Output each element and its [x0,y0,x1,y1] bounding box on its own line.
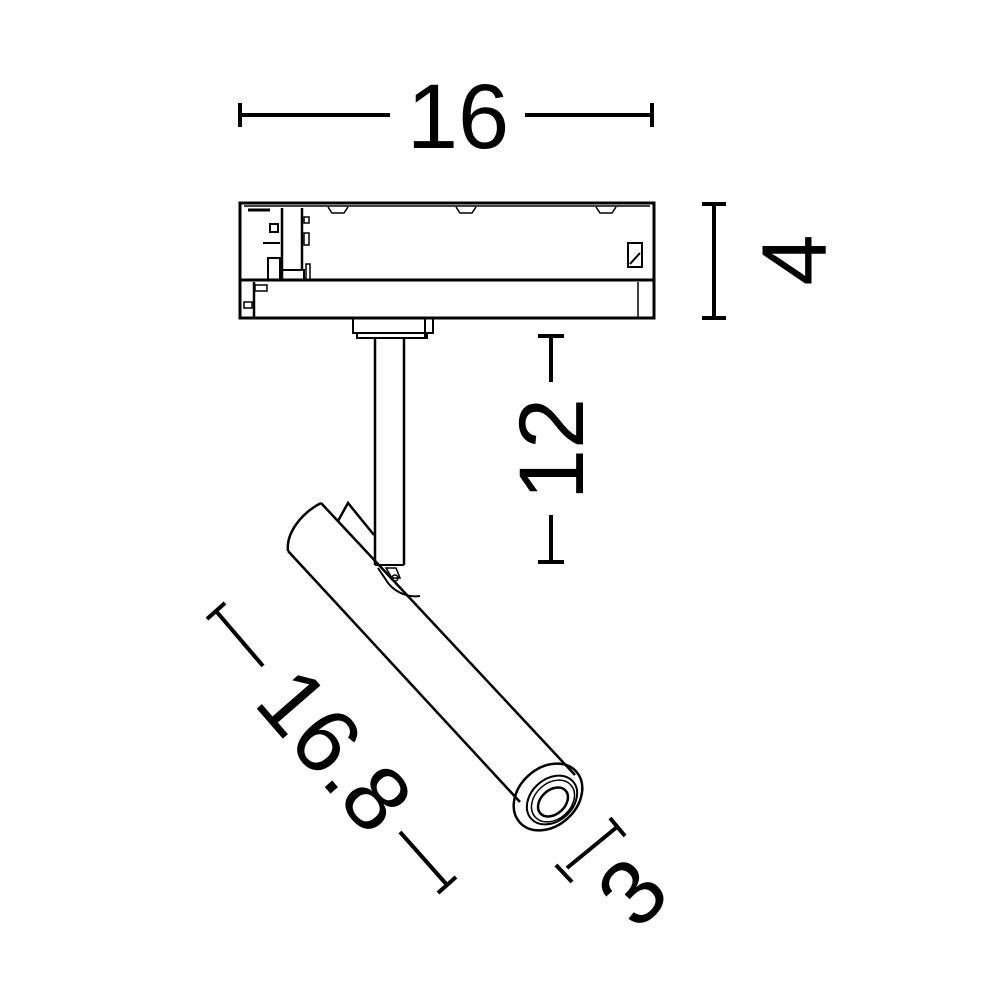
dimension-width: 16 [238,66,654,168]
dimension-tube-length-label: 16.8 [237,650,431,852]
dimension-stem-height-label: 12 [501,398,603,500]
dimension-tube-diameter-label: 3 [578,839,687,946]
dimension-tube-length: 16.8 [205,601,458,895]
stem [352,318,434,566]
dimension-width-label: 16 [407,66,509,168]
dimension-tube-diameter: 3 [554,816,687,946]
dimension-stem-height: 12 [501,334,603,564]
track-adapter [238,201,656,320]
dimension-adapter-height-label: 4 [744,234,846,285]
dimension-adapter-height: 4 [702,202,846,320]
spotlight-tube [286,500,584,832]
